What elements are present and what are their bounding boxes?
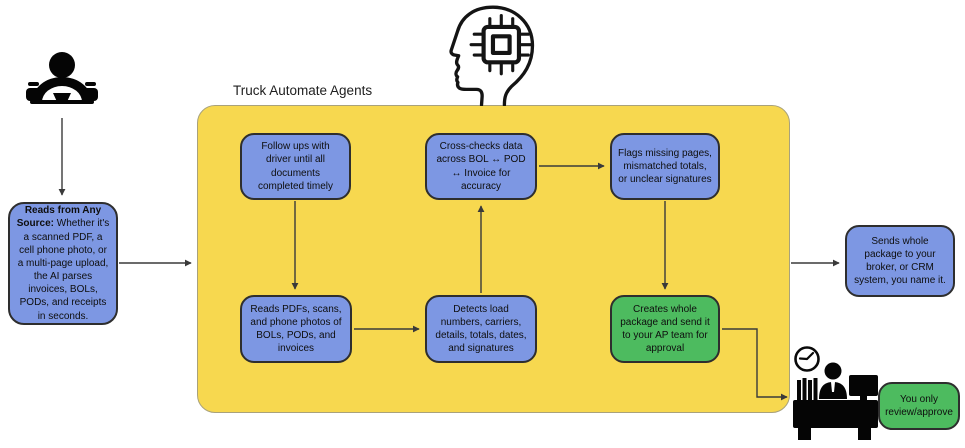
node-review-approve: You only review/approve (878, 382, 960, 430)
driver-at-steering-wheel-icon (26, 52, 98, 104)
node-cross-checks-text: Cross-checks data across BOL ↔ POD ↔ Inv… (436, 141, 526, 192)
node-reads-pdfs: Reads PDFs, scans, and phone photos of B… (240, 295, 352, 363)
clock-icon (794, 346, 820, 372)
node-flags-missing: Flags missing pages, mismatched totals, … (610, 133, 720, 200)
node-creates-package-text: Creates whole package and send it to you… (620, 303, 710, 355)
ai-chip-head-icon (449, 5, 535, 106)
node-creates-package: Creates whole package and send it to you… (610, 295, 720, 363)
node-sends-package: Sends whole package to your broker, or C… (845, 225, 955, 297)
node-follow-ups-text: Follow ups with driver until all documen… (257, 141, 334, 192)
node-detects-load-numbers-text: Detects load numbers, carriers, details,… (435, 303, 527, 355)
node-follow-ups: Follow ups with driver until all documen… (240, 133, 351, 200)
node-cross-checks: Cross-checks data across BOL ↔ POD ↔ Inv… (425, 133, 537, 200)
agents-container-label: Truck Automate Agents (233, 83, 373, 98)
node-sends-package-text: Sends whole package to your broker, or C… (854, 235, 946, 287)
person-at-desk-with-monitor-icon (793, 346, 878, 440)
node-reads-from-any-source-text: Reads from Any Source: Whether it's a sc… (16, 205, 110, 322)
node-reads-from-any-source: Reads from Any Source: Whether it's a sc… (8, 202, 118, 325)
node-review-approve-text: You only review/approve (885, 393, 953, 418)
node-reads-pdfs-text: Reads PDFs, scans, and phone photos of B… (250, 303, 342, 355)
node-flags-missing-text: Flags missing pages, mismatched totals, … (618, 147, 712, 186)
node-detects-load-numbers: Detects load numbers, carriers, details,… (425, 295, 537, 363)
